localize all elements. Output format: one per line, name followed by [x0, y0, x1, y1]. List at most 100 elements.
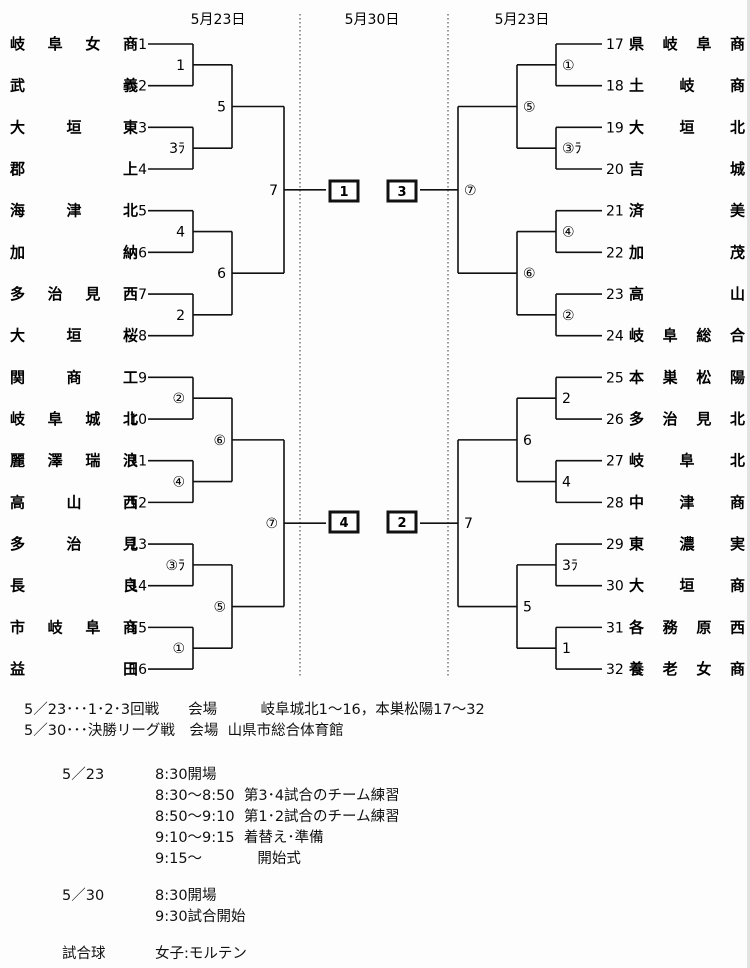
team-number: 16 [129, 662, 147, 678]
team-name: 多治見西 [10, 285, 138, 303]
match-label: 1 [176, 58, 185, 74]
team-number: 24 [606, 329, 624, 345]
team-name: 各務原西 [628, 618, 745, 636]
team-name: 加納 [9, 243, 138, 261]
team-number: 30 [606, 579, 624, 595]
team-number: 11 [129, 454, 147, 470]
schedule-2-line: 9:30試合開始 [155, 909, 246, 925]
team-name: 武義 [10, 77, 138, 95]
team-name: 大垣北 [629, 118, 745, 136]
team-name: 海津北 [10, 202, 138, 220]
team-number: 4 [138, 162, 147, 178]
match-label: ⑥ [213, 433, 226, 449]
team-number: 19 [606, 120, 624, 136]
right-date-header: 5月23日 [495, 12, 550, 28]
match-label: ⑤ [523, 100, 536, 116]
team-number: 6 [138, 245, 147, 261]
team-number: 22 [606, 245, 624, 261]
team-name: 中津商 [629, 493, 745, 511]
team-name: 本巣松陽 [629, 368, 745, 386]
match-label: 4 [562, 475, 571, 491]
team-name: 大垣東 [10, 118, 138, 136]
match-label: 1 [562, 641, 571, 657]
match-label: 2 [562, 391, 571, 407]
match-label: ⑤ [213, 600, 226, 616]
team-number: 18 [606, 79, 624, 95]
match-label: 3ﾗ [562, 558, 578, 574]
team-name: 東濃実 [629, 535, 745, 553]
match-label: ① [172, 641, 185, 657]
team-number: 15 [129, 620, 147, 636]
team-number: 20 [606, 162, 624, 178]
team-number: 3 [138, 120, 147, 136]
team-number: 7 [138, 287, 147, 303]
team-name: 岐阜城北 [10, 410, 138, 428]
left-date-header: 5月23日 [191, 12, 246, 28]
team-number: 31 [606, 620, 624, 636]
team-name: 多治見北 [629, 410, 745, 428]
team-number: 9 [138, 370, 147, 386]
team-number: 21 [606, 204, 624, 220]
schedule-1-date: 5／23 [62, 767, 105, 783]
match-label: 7 [269, 183, 278, 199]
team-number: 14 [129, 579, 147, 595]
match-label: ④ [562, 225, 575, 241]
team-name: 大垣桜 [10, 327, 138, 345]
team-name: 高山西 [10, 493, 138, 511]
bracket-lines [148, 43, 602, 670]
team-number: 10 [129, 412, 147, 428]
team-number: 8 [138, 329, 147, 345]
team-name: 大垣商 [629, 577, 745, 595]
match-label: 7 [464, 516, 473, 532]
match-label: ③ﾗ [562, 141, 582, 157]
team-name: 土岐商 [629, 77, 745, 95]
team-name: 吉城 [629, 160, 745, 178]
round-headers: 5月23日 5月30日 5月23日 [191, 12, 550, 28]
team-number: 17 [606, 37, 624, 53]
center-date-header: 5月30日 [345, 12, 400, 28]
team-number: 13 [129, 537, 147, 553]
venue-line-1: 5／23･･･1･2･3回戦 会場 岐阜城北1～16，本巣松陽17～32 [24, 702, 485, 718]
schedule-1-line: 8:30～8:50 第3･4試合のチーム練習 [155, 788, 400, 804]
team-number: 1 [138, 37, 147, 53]
match-label: 6 [523, 433, 532, 449]
match-ball-label: 試合球 [62, 946, 106, 962]
team-name: 郡上 [9, 160, 138, 178]
final-slot-label: 2 [397, 516, 406, 531]
schedule-1-line: 8:30開場 [155, 767, 217, 783]
schedule-2-date: 5／30 [62, 888, 105, 904]
team-name: 高山 [629, 285, 745, 303]
final-slot-label: 4 [339, 516, 348, 531]
team-name: 岐阜総合 [629, 327, 746, 345]
final-slot-bottom-right: 2 [386, 510, 418, 534]
team-name: 養老女商 [628, 660, 745, 678]
team-name: 加茂 [628, 243, 745, 261]
team-number: 12 [129, 495, 147, 511]
schedule-1-line: 9:10～9:15 着替え･準備 [155, 830, 324, 846]
match-label: ② [562, 308, 575, 324]
schedule-1-line: 9:15～ 開始式 [155, 851, 301, 867]
page-edge [747, 0, 750, 968]
team-name: 益田 [10, 660, 138, 678]
match-label: 4 [176, 225, 185, 241]
final-slot-label: 1 [339, 185, 348, 200]
team-number: 26 [606, 412, 624, 428]
venue-line-2: 5／30･･･決勝リーグ戦 会場 山県市総合体育館 [24, 723, 344, 739]
team-number: 27 [606, 454, 624, 470]
team-name: 県岐阜商 [629, 35, 745, 53]
match-label: ⑦ [464, 183, 477, 199]
schedule-1-line: 8:50～9:10 第1･2試合のチーム練習 [155, 809, 400, 825]
team-number: 2 [138, 79, 147, 95]
final-slot-bottom-left: 4 [328, 510, 360, 534]
team-name: 岐阜女商 [10, 35, 138, 53]
match-label: 6 [217, 266, 226, 282]
team-number: 25 [606, 370, 624, 386]
match-label: 2 [176, 308, 185, 324]
final-slot-top-right: 3 [386, 179, 418, 203]
team-name: 市岐阜商 [10, 618, 138, 636]
match-label: 3ﾗ [169, 141, 185, 157]
team-name: 済美 [629, 202, 746, 220]
team-number: 32 [606, 662, 624, 678]
match-ball-value: 女子:モルテン [155, 946, 247, 962]
